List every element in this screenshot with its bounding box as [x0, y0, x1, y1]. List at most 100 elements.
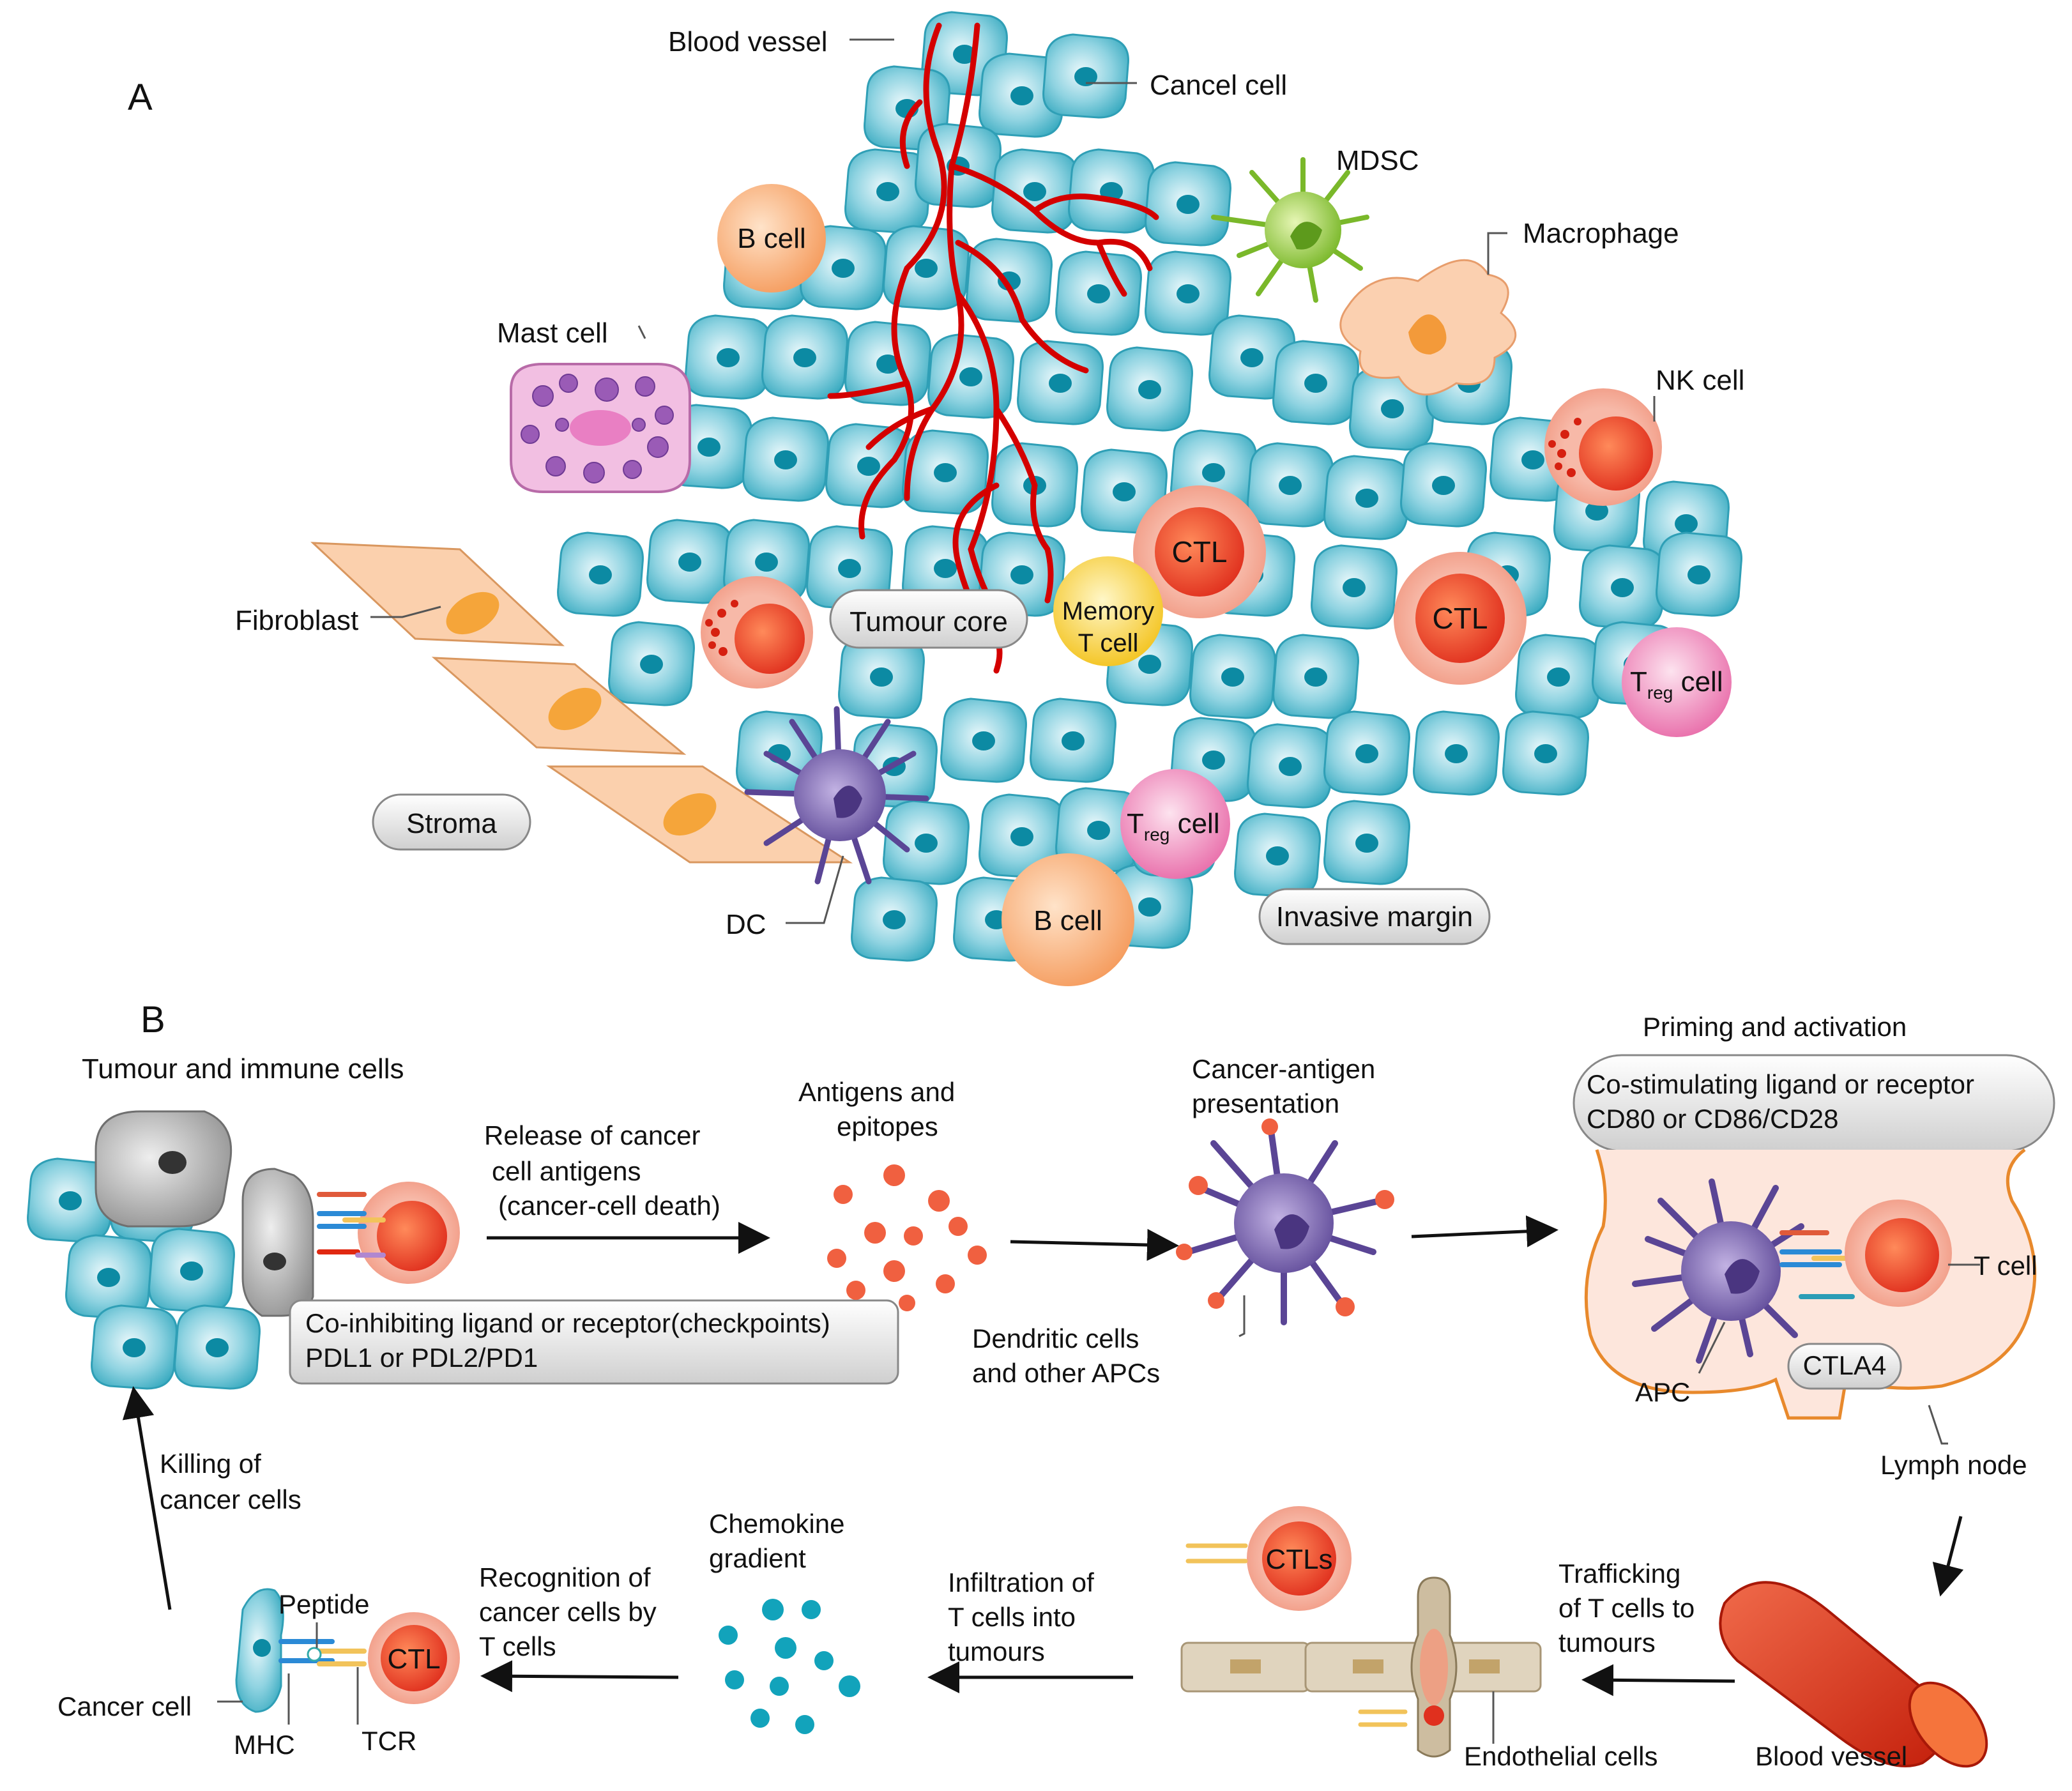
- treg-bottom-label: Treg cell: [1127, 808, 1220, 844]
- arrow-recognition: [480, 1660, 679, 1693]
- priming-label: Priming and activation: [1643, 1012, 1907, 1042]
- blood-vessel-label-b: Blood vessel: [1755, 1741, 1907, 1771]
- recognition-synapse: [235, 1588, 460, 1713]
- mdsc-label: MDSC: [1336, 145, 1419, 176]
- t-cell-label: T cell: [1974, 1251, 2038, 1281]
- ctls-cell: [1185, 1506, 1352, 1611]
- antigens-line2: epitopes: [837, 1111, 938, 1141]
- memory-t-label-2: T cell: [1078, 629, 1139, 657]
- arrow-killing: [122, 1386, 172, 1610]
- killing-line2: cancer cells: [160, 1484, 301, 1514]
- memory-t-cell: [1053, 556, 1163, 666]
- infiltration-line1: Infiltration of: [948, 1567, 1094, 1597]
- recognition-line3: T cells: [479, 1631, 556, 1661]
- invasive-margin-pill: Invasive margin: [1258, 888, 1491, 945]
- ctla4-pill: CTLA4: [1787, 1343, 1902, 1390]
- release-line3: (cancer-cell death): [498, 1191, 720, 1221]
- dendritic-line2: and other APCs: [972, 1358, 1160, 1388]
- nk-cell-label: NK cell: [1656, 365, 1744, 396]
- b-cell-top: [717, 184, 826, 293]
- ctls-label: CTLs: [1265, 1544, 1332, 1575]
- lymph-node: [1584, 1148, 2037, 1420]
- co-inhibiting-line1: Co-inhibiting ligand or receptor(checkpo…: [305, 1308, 830, 1338]
- tumour-core-pill: Tumour core: [829, 589, 1028, 649]
- co-inhibiting-line2: PDL1 or PDL2/PD1: [305, 1343, 538, 1373]
- nk-cell-right: [1544, 388, 1662, 506]
- tumour-immune-cluster: [27, 1110, 460, 1390]
- endothelial-label: Endothelial cells: [1464, 1741, 1658, 1771]
- treg-cell-bottom: [1120, 769, 1230, 879]
- co-inhibiting-box: Co-inhibiting ligand or receptor(checkpo…: [289, 1299, 899, 1385]
- recognition-line1: Recognition of: [479, 1562, 651, 1592]
- panel-a-letter: A: [128, 77, 153, 118]
- trafficking-line3: tumours: [1558, 1627, 1656, 1658]
- arrow-trafficking: [1581, 1664, 1735, 1696]
- chemokine-line2: gradient: [709, 1543, 806, 1573]
- ctl-label-a2: CTL: [1433, 602, 1488, 635]
- cancer-cell-label-b: Cancer cell: [57, 1691, 192, 1721]
- tumour-core-label: Tumour core: [849, 606, 1008, 637]
- killing-line1: Killing of: [160, 1449, 261, 1479]
- presentation-line1: Cancer-antigen: [1192, 1054, 1375, 1084]
- b-cell-bottom-label: B cell: [1033, 905, 1102, 936]
- endothelial-cells: [1180, 1576, 1542, 1758]
- presentation-line2: presentation: [1192, 1088, 1339, 1118]
- dc-label: DC: [726, 909, 766, 940]
- mast-cell-label: Mast cell: [497, 317, 608, 349]
- b-cell-top-label: B cell: [737, 223, 806, 254]
- release-line2: cell antigens: [492, 1156, 641, 1186]
- cancer-cell-label-a: Cancel cell: [1150, 70, 1287, 101]
- release-line1: Release of cancer: [484, 1120, 701, 1150]
- co-stimulating-line2: CD80 or CD86/CD28: [1587, 1104, 1839, 1134]
- ctla4-label: CTLA4: [1803, 1350, 1887, 1380]
- dendritic-leader: [1238, 1295, 1245, 1338]
- invasive-margin-label: Invasive margin: [1276, 901, 1473, 933]
- recognition-line2: cancer cells by: [479, 1597, 657, 1627]
- apc-leader: [1698, 1322, 1726, 1374]
- fibroblasts: [310, 542, 853, 864]
- dendritic-cell-a: [744, 706, 929, 885]
- infiltration-line3: tumours: [948, 1636, 1045, 1666]
- panel-b: B Tumour and immune cells: [27, 999, 2055, 1771]
- co-stimulating-box: Co-stimulating ligand or receptor CD80 o…: [1573, 1054, 2055, 1152]
- chemokine-line1: Chemokine: [709, 1509, 844, 1539]
- lymph-node-label: Lymph node: [1880, 1450, 2027, 1480]
- chemokine-dots: [719, 1599, 860, 1734]
- mdsc-cell: [1211, 157, 1369, 303]
- arrow-lymph-to-vessel: [1932, 1516, 1964, 1597]
- ctl-cell-2: [1394, 552, 1527, 685]
- apc-label: APC: [1635, 1377, 1690, 1407]
- ctl-label-b: CTL: [387, 1643, 440, 1675]
- lymph-node-leader: [1928, 1405, 1948, 1445]
- dendritic-line1: Dendritic cells: [972, 1323, 1139, 1353]
- trafficking-line2: of T cells to: [1558, 1593, 1695, 1623]
- blood-vessel-label-a: Blood vessel: [668, 26, 827, 57]
- macrophage-label: Macrophage: [1523, 218, 1679, 249]
- dendritic-cell-b: [1176, 1118, 1394, 1325]
- apc-cell: [1632, 1178, 1804, 1364]
- antigen-dots: [827, 1164, 987, 1311]
- panel-b-letter: B: [141, 999, 165, 1040]
- tumour-immune-label: Tumour and immune cells: [82, 1053, 404, 1085]
- tcr-label: TCR: [362, 1726, 416, 1756]
- antigens-line1: Antigens and: [798, 1077, 955, 1107]
- memory-t-label-1: Memory: [1062, 597, 1154, 625]
- nk-cell-left: [701, 576, 813, 689]
- arrow-presentation: [1411, 1215, 1558, 1247]
- ctl-cell-1: [1133, 485, 1266, 618]
- mhc-label: MHC: [234, 1730, 295, 1760]
- treg-cell-right: [1622, 627, 1732, 737]
- fibroblast-label: Fibroblast: [235, 605, 358, 636]
- peptide-label: Peptide: [278, 1589, 369, 1619]
- arrow-antigens: [1010, 1229, 1179, 1261]
- panel-a-leader-lines: [370, 38, 1656, 924]
- synapse-leaders: [217, 1622, 359, 1725]
- panel-a: A: [128, 11, 1744, 986]
- stroma-label: Stroma: [406, 808, 497, 839]
- ctl-label-a1: CTL: [1172, 535, 1228, 568]
- blood-vessel-b: [1719, 1581, 1988, 1768]
- stroma-pill: Stroma: [372, 793, 531, 851]
- b-cell-bottom: [1002, 853, 1134, 986]
- co-stimulating-line1: Co-stimulating ligand or receptor: [1587, 1069, 1974, 1099]
